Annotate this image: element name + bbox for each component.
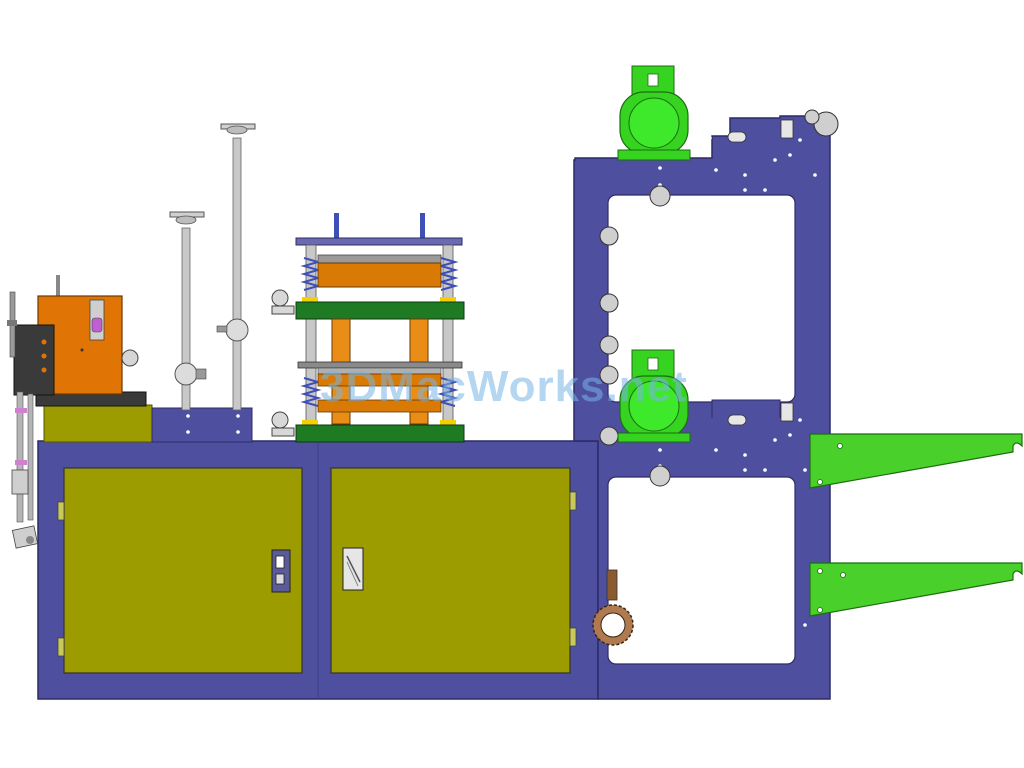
material-roll-brackets[interactable] (809, 433, 1023, 617)
hot-press-unit (271, 213, 465, 443)
door-handle-icon[interactable] (271, 549, 291, 593)
drive-motor-lower (617, 349, 691, 443)
guide-rod-assembly (169, 123, 256, 411)
lock-icon[interactable] (342, 547, 364, 591)
control-box-icon (13, 324, 55, 396)
cabinet-door-right[interactable] (330, 467, 577, 674)
ultrasonic-welding-head (7, 275, 139, 549)
drive-motor-upper (617, 65, 691, 161)
gear-icon (592, 569, 634, 646)
unwind-tower-frame (573, 109, 839, 700)
cabinet-door-left[interactable] (57, 467, 303, 674)
